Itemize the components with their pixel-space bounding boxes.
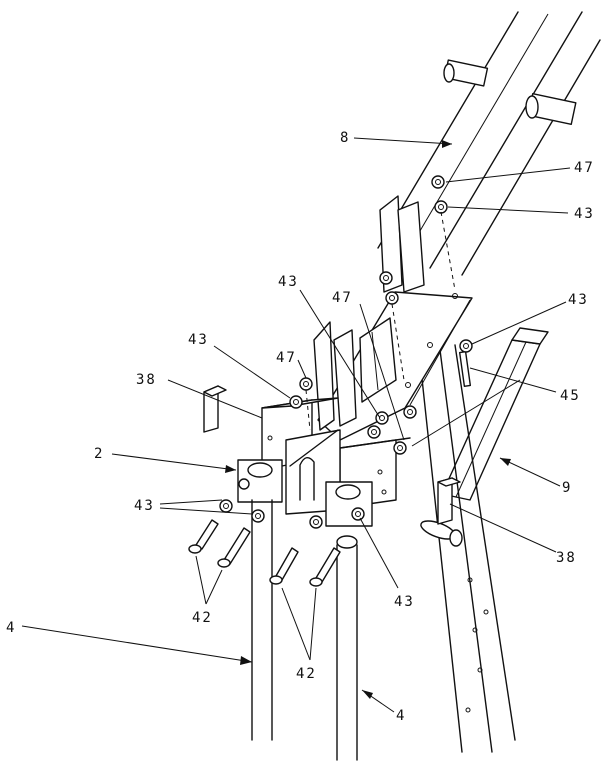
label-45: 45 — [560, 388, 581, 404]
rail-part-8 — [377, 11, 601, 276]
label-43-lower-left: 43 — [134, 498, 155, 514]
label-43-left: 43 — [188, 332, 209, 348]
label-4-right: 4 — [396, 708, 406, 724]
label-42-left: 42 — [192, 610, 213, 626]
rail-knob-upper — [443, 59, 489, 87]
label-47-left: 47 — [276, 350, 297, 366]
pad-part-38-left — [203, 385, 227, 433]
pin-part-45 — [458, 351, 472, 387]
label-47-mid: 47 — [332, 290, 353, 306]
label-4-left: 4 — [6, 620, 16, 636]
bolt-part-42-c — [269, 547, 299, 585]
part-labels: 8 47 43 43 47 43 43 47 38 45 2 9 43 38 4… — [6, 130, 595, 724]
bolt-part-42-d — [309, 547, 341, 587]
label-43-upper: 43 — [574, 206, 595, 222]
label-2: 2 — [94, 446, 104, 462]
bolt-part-42-a — [188, 519, 219, 554]
label-47-upper: 47 — [574, 160, 595, 176]
label-9: 9 — [562, 480, 572, 496]
label-38-right: 38 — [556, 550, 577, 566]
label-38-left: 38 — [136, 372, 157, 388]
lower-rail — [419, 344, 516, 753]
right-collar-bracket — [325, 481, 373, 527]
tube-part-4-right — [336, 535, 358, 761]
label-43-mid-left: 43 — [278, 274, 299, 290]
bolt-part-42-b — [217, 527, 251, 568]
pad-part-38-right — [437, 477, 461, 525]
label-43-lower-right: 43 — [394, 594, 415, 610]
label-8: 8 — [340, 130, 350, 146]
tube-part-9 — [441, 327, 549, 501]
label-42-right: 42 — [296, 666, 317, 682]
upper-clevis — [379, 195, 425, 293]
leader-lines — [21, 137, 571, 713]
tube-part-4-left — [251, 499, 273, 741]
label-43-right: 43 — [568, 292, 589, 308]
assembly-dashed-lines — [305, 211, 456, 431]
rail-knob-lower — [525, 92, 577, 126]
